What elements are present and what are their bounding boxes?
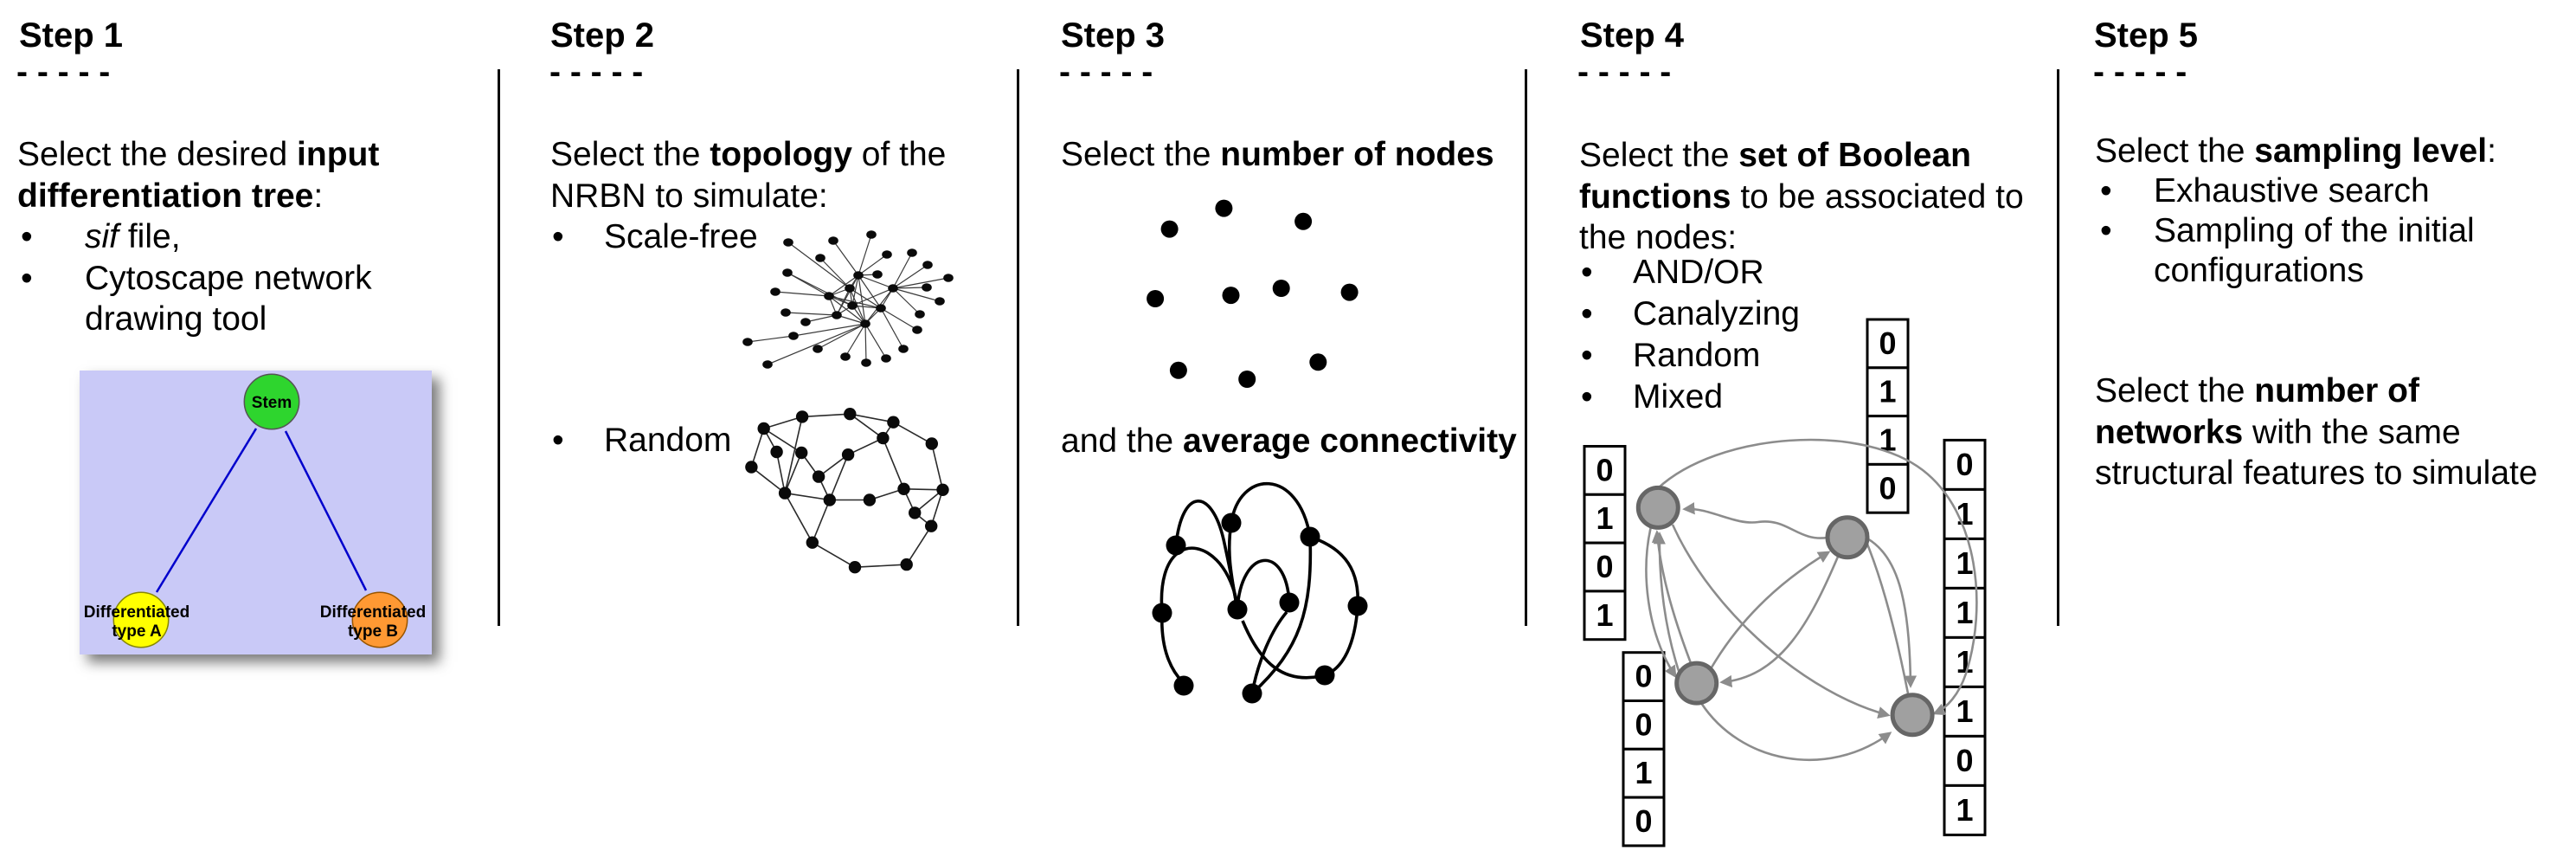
svg-text:0: 0 xyxy=(1879,326,1896,361)
svg-text:Differentiated: Differentiated xyxy=(84,603,190,622)
svg-text:0: 0 xyxy=(1956,743,1973,778)
svg-text:1: 1 xyxy=(1879,422,1896,458)
svg-text:type B: type B xyxy=(348,622,398,641)
svg-text:1: 1 xyxy=(1879,374,1896,409)
svg-text:0: 0 xyxy=(1956,447,1973,482)
svg-text:1: 1 xyxy=(1956,545,1973,581)
svg-text:Differentiated: Differentiated xyxy=(320,603,426,622)
svg-text:0: 0 xyxy=(1596,452,1613,487)
svg-text:0: 0 xyxy=(1879,470,1896,506)
svg-text:1: 1 xyxy=(1956,644,1973,680)
svg-text:1: 1 xyxy=(1635,755,1652,790)
svg-text:0: 0 xyxy=(1596,549,1613,584)
svg-text:0: 0 xyxy=(1635,803,1652,839)
svg-text:1: 1 xyxy=(1956,792,1973,828)
svg-text:1: 1 xyxy=(1956,595,1973,630)
svg-text:0: 0 xyxy=(1635,706,1652,742)
svg-text:Stem: Stem xyxy=(252,394,292,412)
svg-text:1: 1 xyxy=(1596,597,1613,633)
svg-text:1: 1 xyxy=(1956,496,1973,532)
svg-text:1: 1 xyxy=(1956,693,1973,729)
svg-text:type A: type A xyxy=(112,622,162,641)
svg-text:1: 1 xyxy=(1596,500,1613,536)
svg-text:0: 0 xyxy=(1635,659,1652,694)
